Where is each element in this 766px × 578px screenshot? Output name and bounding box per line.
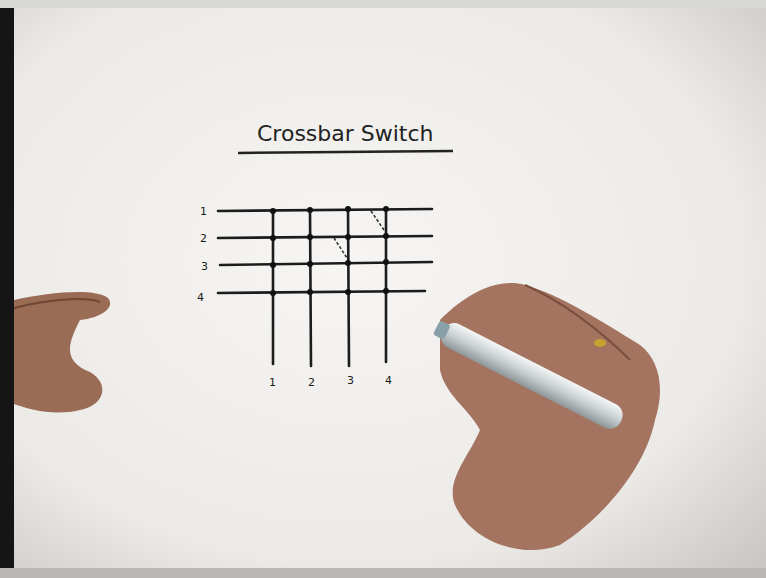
hand bbox=[440, 283, 660, 550]
crossbar-grid bbox=[218, 209, 432, 366]
hand bbox=[14, 299, 100, 308]
marker-pen bbox=[431, 316, 627, 433]
title: Crossbar Switch bbox=[257, 123, 434, 145]
frame-edge bbox=[0, 0, 766, 8]
line-number: 4 bbox=[197, 292, 204, 303]
hand bbox=[525, 285, 630, 360]
line-number: 3 bbox=[347, 375, 354, 386]
line-number: 1 bbox=[200, 206, 207, 217]
frame-edge bbox=[0, 568, 766, 578]
line-number: 3 bbox=[201, 261, 208, 272]
title-underline bbox=[238, 151, 453, 153]
closed-crosspoint bbox=[334, 211, 384, 258]
hand bbox=[14, 292, 110, 412]
crosspoint-dots bbox=[270, 206, 389, 296]
line-number: 1 bbox=[269, 377, 276, 388]
line-number: 2 bbox=[308, 377, 315, 388]
frame-edge bbox=[0, 0, 14, 578]
ring bbox=[594, 339, 606, 347]
line-number: 4 bbox=[385, 375, 392, 386]
line-number: 2 bbox=[200, 233, 207, 244]
